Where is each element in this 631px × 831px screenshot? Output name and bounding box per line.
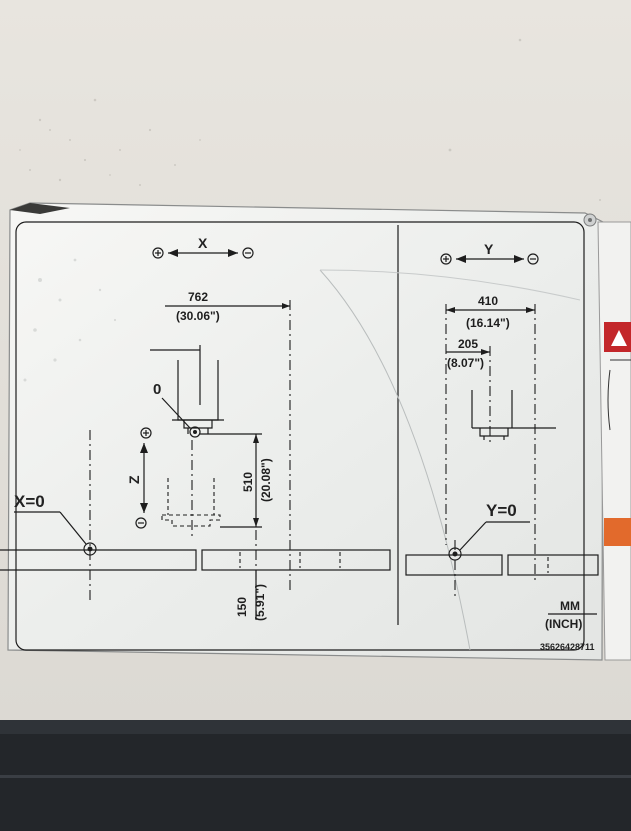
z-zero-label: 0 [153,381,161,398]
warning-triangle-icon [611,330,627,346]
y-direction-indicator [440,253,539,265]
x-direction-indicator [152,247,254,259]
part-number: 35626428711 [540,642,595,652]
z-travel-mm: 510 [241,472,255,492]
x-travel-mm: 762 [188,290,208,304]
x-travel-inch: (30.06") [176,309,220,323]
y-half-inch: (8.07") [447,356,484,370]
units-mm: MM [560,599,580,613]
y-travel-inch: (16.14") [466,316,510,330]
y-zero-reference-mark [448,547,462,561]
worktable-right [405,554,599,576]
y-travel-mm: 410 [478,294,498,308]
spindle-lower [161,478,221,527]
plate-border [15,221,585,651]
warning-orange-band [604,518,631,546]
x-zero-reference-mark [83,542,97,556]
y-zero-label: Y=0 [486,501,517,520]
z-travel-inch: (20.08") [259,458,273,502]
y-half-mm: 205 [458,337,478,351]
units-inch: (INCH) [545,617,582,631]
x-axis-label: X [198,235,208,251]
peeled-corner [10,203,70,214]
z-clearance-inch: (5.91") [253,584,267,621]
z-zero-reference-mark [189,426,201,438]
z-clearance-mm: 150 [235,597,249,617]
aluminum-plate [7,202,604,661]
worktable-left [0,549,391,571]
x-zero-label: X=0 [14,492,45,511]
surface-speckles [19,38,601,201]
y-axis-label: Y [484,241,494,257]
z-direction-indicator [135,427,152,529]
spindle-side-view [471,390,556,440]
plate-scratches [23,258,117,382]
z-axis-label: Z [126,475,142,484]
